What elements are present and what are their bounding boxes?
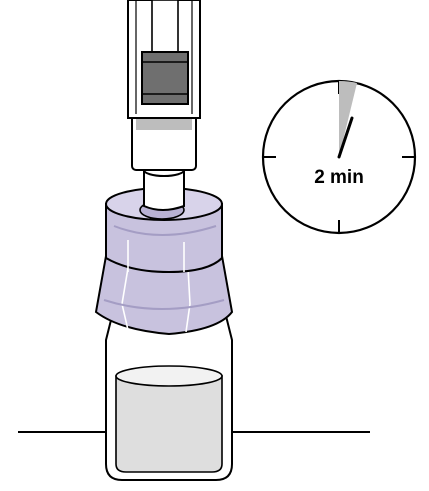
vial-liquid (115, 365, 223, 473)
clock-hand (337, 116, 354, 159)
stopwatch-icon: 2 min (261, 79, 417, 235)
timer-label: 2 min (314, 167, 364, 188)
syringe-icon (127, 0, 201, 211)
vial-icon (105, 315, 233, 481)
vial-adapter-icon (94, 187, 234, 336)
